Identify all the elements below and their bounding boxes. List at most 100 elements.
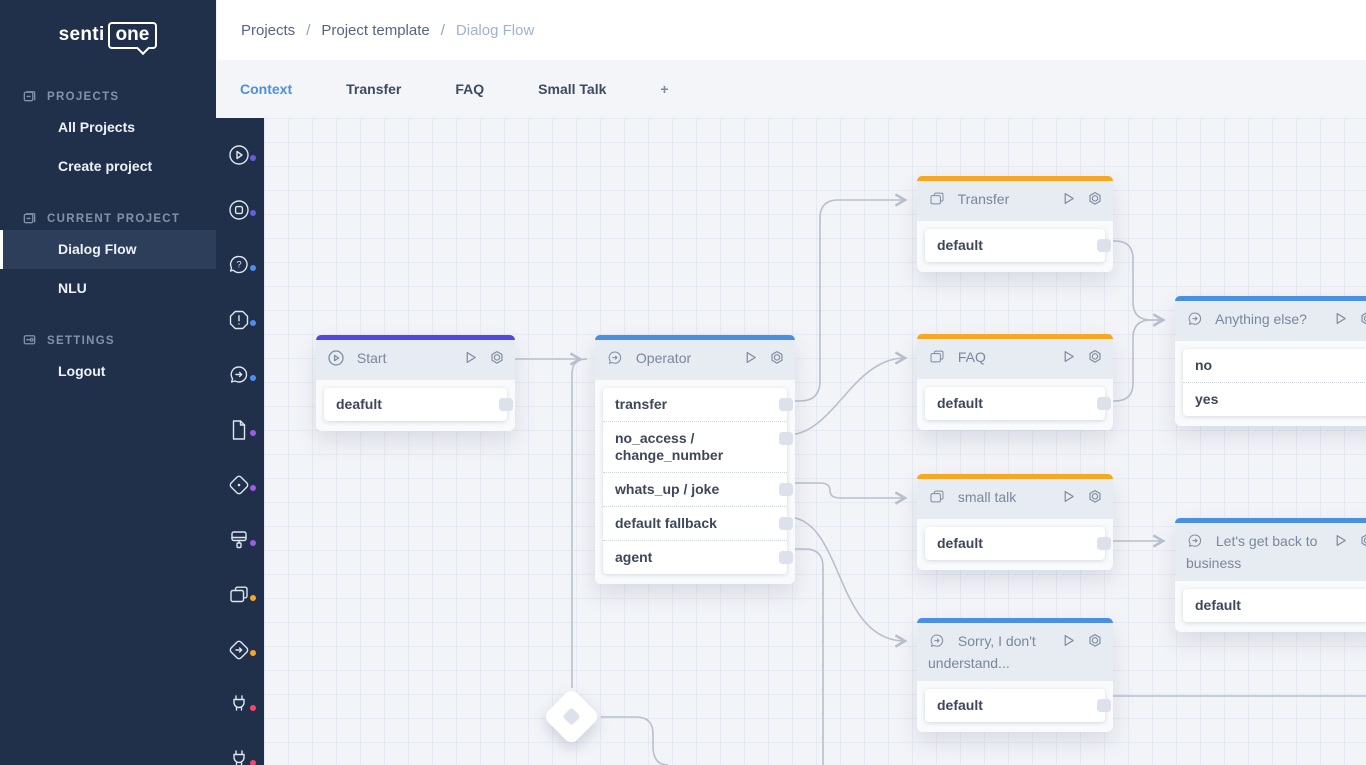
node-settings-icon[interactable] xyxy=(1359,533,1366,549)
run-node-icon[interactable] xyxy=(1061,633,1076,649)
node-header[interactable]: Let's get back to business xyxy=(1175,523,1366,581)
sidebar-item-logout[interactable]: Logout xyxy=(0,352,216,391)
palette-question-node[interactable]: ? xyxy=(216,240,264,295)
section-label: SETTINGS xyxy=(47,335,115,347)
section-label: CURRENT PROJECT xyxy=(47,213,180,225)
breadcrumb-projects[interactable]: Projects xyxy=(241,22,295,39)
output-label: default xyxy=(937,395,983,411)
run-node-icon[interactable] xyxy=(1333,311,1348,327)
node-header[interactable]: small talk xyxy=(917,479,1113,519)
palette-integration-node[interactable] xyxy=(216,680,264,735)
stop-circle-icon xyxy=(227,198,251,227)
output-port[interactable] xyxy=(1097,239,1111,252)
palette-collection-node[interactable] xyxy=(216,570,264,625)
tab-context[interactable]: Context xyxy=(240,81,292,97)
output-port[interactable] xyxy=(1097,537,1111,550)
palette-decision-node[interactable] xyxy=(216,460,264,515)
node-title: FAQ xyxy=(958,349,986,365)
palette-fallback-node[interactable] xyxy=(216,295,264,350)
node-settings-icon[interactable] xyxy=(1087,489,1103,505)
output-port[interactable] xyxy=(1097,397,1111,410)
node-start[interactable]: Start deafult xyxy=(316,335,515,431)
output-row[interactable]: default xyxy=(925,527,1105,560)
run-node-icon[interactable] xyxy=(1061,489,1076,505)
flow-connections xyxy=(264,118,1366,765)
run-node-icon[interactable] xyxy=(1061,191,1076,207)
node-settings-icon[interactable] xyxy=(489,350,505,366)
sidebar-item-all-projects[interactable]: All Projects xyxy=(0,108,216,147)
run-node-icon[interactable] xyxy=(1061,349,1076,365)
node-header[interactable]: FAQ xyxy=(917,339,1113,379)
node-header[interactable]: Sorry, I don't understand... xyxy=(917,623,1113,681)
output-row[interactable]: default xyxy=(925,229,1105,262)
output-port[interactable] xyxy=(779,551,793,564)
node-title: Transfer xyxy=(958,191,1010,207)
node-faq[interactable]: FAQ default xyxy=(917,334,1113,430)
sidebar-item-nlu[interactable]: NLU xyxy=(0,269,216,308)
node-settings-icon[interactable] xyxy=(1359,311,1366,327)
node-small-talk[interactable]: small talk default xyxy=(917,474,1113,570)
output-port[interactable] xyxy=(499,398,513,411)
output-port[interactable] xyxy=(779,432,793,445)
node-header[interactable]: Anything else? xyxy=(1175,301,1366,341)
output-port[interactable] xyxy=(1097,699,1111,712)
palette-document-node[interactable] xyxy=(216,405,264,460)
output-row[interactable]: default fallback xyxy=(603,506,787,540)
output-row[interactable]: transfer xyxy=(603,388,787,421)
node-lets-get-back[interactable]: Let's get back to business default xyxy=(1175,518,1366,632)
palette-message-node[interactable] xyxy=(216,350,264,405)
node-operator[interactable]: Operator transfer no_access / change_num… xyxy=(595,335,795,584)
output-port[interactable] xyxy=(779,398,793,411)
node-sorry[interactable]: Sorry, I don't understand... default xyxy=(917,618,1113,732)
node-settings-icon[interactable] xyxy=(1087,349,1103,365)
tab-faq[interactable]: FAQ xyxy=(455,81,484,97)
diamond-dot xyxy=(562,707,580,725)
output-row[interactable]: no_access / change_number xyxy=(603,421,787,472)
edge-transfer-anything xyxy=(1106,241,1163,320)
chat-arrow-icon xyxy=(1186,532,1204,554)
flow-canvas[interactable]: Start deafult Operator xyxy=(264,118,1366,765)
output-row[interactable]: deafult xyxy=(324,388,507,421)
flow-tabs: Context Transfer FAQ Small Talk + xyxy=(216,60,1366,118)
add-tab-button[interactable]: + xyxy=(660,81,668,97)
palette-goto-node[interactable] xyxy=(216,625,264,680)
output-port[interactable] xyxy=(779,517,793,530)
node-transfer[interactable]: Transfer default xyxy=(917,176,1113,272)
node-header[interactable]: Start xyxy=(316,340,515,380)
palette-integration-node-2[interactable] xyxy=(216,735,264,765)
tab-small-talk[interactable]: Small Talk xyxy=(538,81,606,97)
breadcrumb-project-template[interactable]: Project template xyxy=(321,22,429,39)
decision-diamond-node[interactable] xyxy=(543,688,601,746)
palette-dot xyxy=(250,595,256,601)
alert-octagon-icon xyxy=(227,308,251,337)
node-header[interactable]: Transfer xyxy=(917,181,1113,221)
sidebar-item-create-project[interactable]: Create project xyxy=(0,147,216,186)
sidebar-item-dialog-flow[interactable]: Dialog Flow xyxy=(0,230,216,269)
run-node-icon[interactable] xyxy=(1333,533,1348,549)
output-row[interactable]: no xyxy=(1183,349,1366,382)
run-node-icon[interactable] xyxy=(463,350,478,366)
node-settings-icon[interactable] xyxy=(1087,191,1103,207)
tab-transfer[interactable]: Transfer xyxy=(346,81,401,97)
palette-brush-node[interactable] xyxy=(216,515,264,570)
palette-end-node[interactable] xyxy=(216,185,264,240)
sidebar: senti one PROJECTS All Projects Create p… xyxy=(0,0,216,765)
output-row[interactable]: default xyxy=(925,387,1105,420)
node-settings-icon[interactable] xyxy=(769,350,785,366)
node-settings-icon[interactable] xyxy=(1087,633,1103,649)
output-row[interactable]: whats_up / joke xyxy=(603,472,787,506)
edge-whatsup-smalltalk xyxy=(787,483,905,498)
node-body: default xyxy=(1175,589,1366,632)
output-row[interactable]: default xyxy=(1183,589,1366,622)
output-row[interactable]: yes xyxy=(1183,382,1366,416)
palette-start-node[interactable] xyxy=(216,130,264,185)
output-label: no_access / change_number xyxy=(615,430,723,463)
output-row[interactable]: agent xyxy=(603,540,787,574)
collection-icon xyxy=(928,348,946,370)
node-header[interactable]: Operator xyxy=(595,340,795,380)
node-anything-else[interactable]: Anything else? no yes xyxy=(1175,296,1366,426)
run-node-icon[interactable] xyxy=(743,350,758,366)
section-header: PROJECTS xyxy=(0,86,216,108)
output-row[interactable]: default xyxy=(925,689,1105,722)
output-port[interactable] xyxy=(779,483,793,496)
